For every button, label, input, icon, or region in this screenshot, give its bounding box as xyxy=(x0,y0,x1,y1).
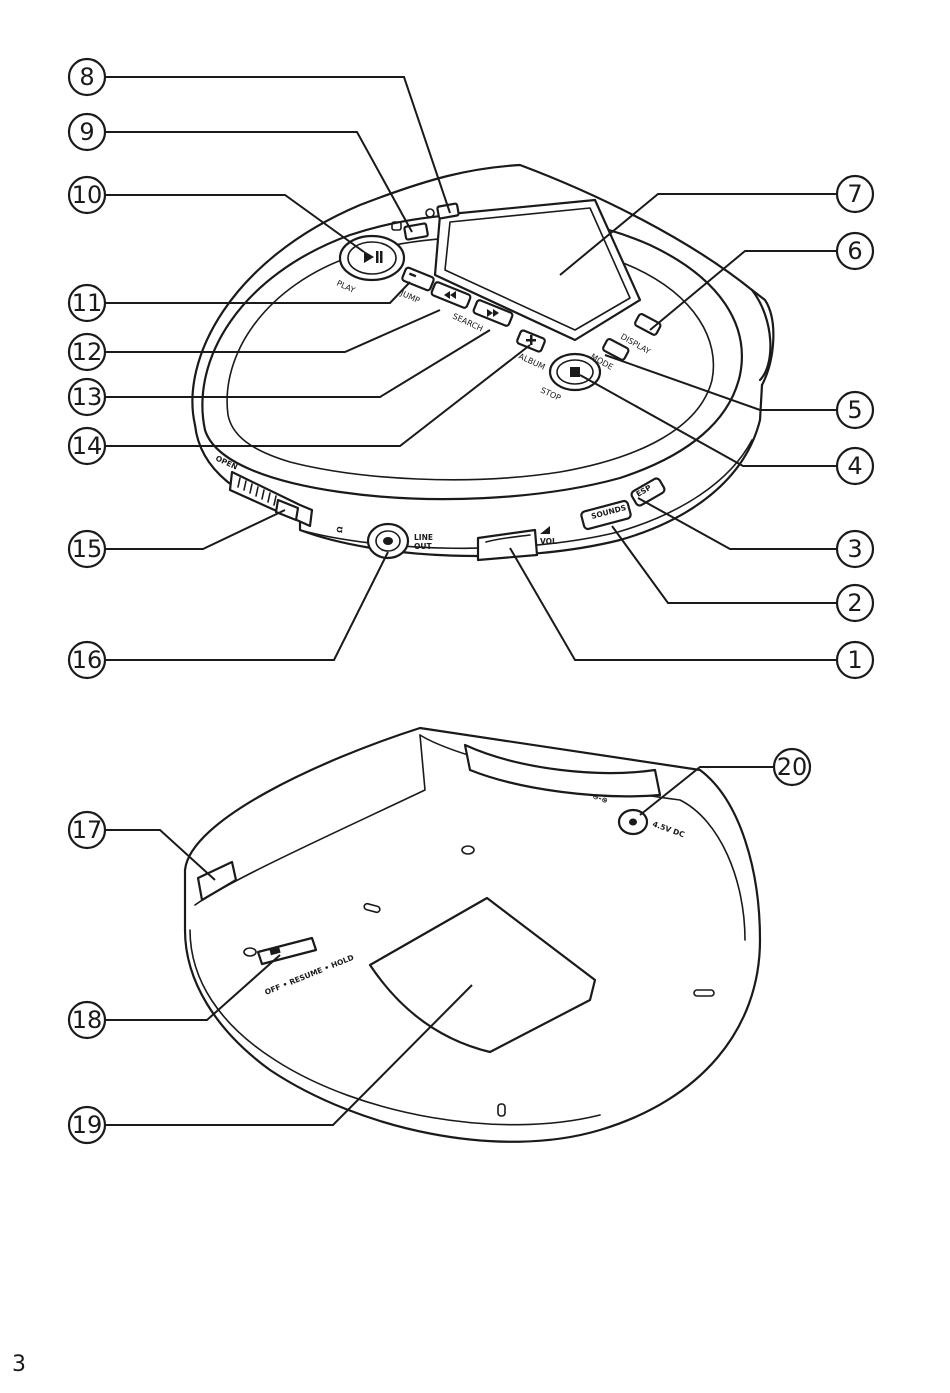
callout-18: 18 xyxy=(67,1000,107,1040)
label-out: OUT xyxy=(414,542,432,551)
album-plus-button[interactable] xyxy=(516,329,546,353)
svg-text:14: 14 xyxy=(72,432,103,460)
svg-text:4: 4 xyxy=(847,452,862,480)
callout-3: 3 xyxy=(835,529,875,569)
label-dc: 4.5V DC xyxy=(651,819,686,839)
mode-button[interactable] xyxy=(602,338,630,361)
open-slider[interactable] xyxy=(228,470,314,528)
hold-switch[interactable] xyxy=(256,936,318,966)
jump-minus-button[interactable] xyxy=(401,266,435,292)
svg-text:11: 11 xyxy=(72,289,103,317)
svg-text:16: 16 xyxy=(72,646,103,674)
battery-door-latch[interactable] xyxy=(196,860,238,902)
callout-12: 12 xyxy=(67,332,107,372)
svg-text:15: 15 xyxy=(72,535,103,563)
label-play: PLAY xyxy=(335,279,356,295)
svg-text:3: 3 xyxy=(847,535,862,563)
headphone-line-out-jack[interactable] xyxy=(366,522,410,560)
callout-1: 1 xyxy=(835,640,875,680)
callout-11: 11 xyxy=(67,283,107,323)
svg-text:17: 17 xyxy=(72,816,103,844)
svg-text:12: 12 xyxy=(72,338,103,366)
callout-15: 15 xyxy=(67,529,107,569)
callout-8: 8 xyxy=(67,57,107,97)
svg-text:2: 2 xyxy=(847,589,862,617)
sounds-button[interactable] xyxy=(580,499,632,531)
svg-text:13: 13 xyxy=(72,383,103,411)
svg-text:1: 1 xyxy=(847,646,862,674)
leader-lines xyxy=(106,76,836,1126)
callout-16: 16 xyxy=(67,640,107,680)
callout-10: 10 xyxy=(67,175,107,215)
label-album: ALBUM xyxy=(517,352,546,372)
stop-button[interactable] xyxy=(548,352,602,392)
callout-2: 2 xyxy=(835,583,875,623)
search-back-button[interactable] xyxy=(430,281,472,309)
svg-text:6: 6 xyxy=(847,237,862,265)
page-number: 3 xyxy=(12,1352,26,1377)
callout-19: 19 xyxy=(67,1105,107,1145)
svg-text:18: 18 xyxy=(72,1006,103,1034)
label-stop: STOP xyxy=(539,386,562,403)
callout-20: 20 xyxy=(772,747,812,787)
svg-text:8: 8 xyxy=(79,63,94,91)
callout-5: 5 xyxy=(835,390,875,430)
label-line: LINE xyxy=(414,533,433,542)
callout-17: 17 xyxy=(67,810,107,850)
callout-13: 13 xyxy=(67,377,107,417)
svg-text:5: 5 xyxy=(847,396,862,424)
dc-power-socket[interactable] xyxy=(617,808,649,836)
svg-text:7: 7 xyxy=(847,180,862,208)
volume-icon xyxy=(540,526,550,534)
svg-text:19: 19 xyxy=(72,1111,103,1139)
search-forward-button[interactable] xyxy=(472,299,514,327)
top-view-device: PLAY JUMP SEARCH ALBUM DISPLAY MODE xyxy=(191,163,775,562)
callout-9: 9 xyxy=(67,112,107,152)
volume-wheel[interactable] xyxy=(476,528,539,562)
svg-text:9: 9 xyxy=(79,118,94,146)
svg-text:10: 10 xyxy=(72,181,103,209)
svg-text:20: 20 xyxy=(777,753,808,781)
callout-6: 6 xyxy=(835,231,875,271)
headphone-icon: Ω xyxy=(335,525,345,533)
label-vol: VOL xyxy=(540,537,557,546)
callouts: 8 9 10 11 12 13 14 15 16 7 6 5 4 3 2 1 1… xyxy=(67,57,875,1145)
label-plate xyxy=(368,896,597,1054)
callout-7: 7 xyxy=(835,174,875,214)
bottom-view-device: OFF • RESUME • HOLD 4.5V DC ⊖-⊕ xyxy=(183,726,762,1143)
callout-14: 14 xyxy=(67,426,107,466)
display-button[interactable] xyxy=(634,313,662,336)
callout-4: 4 xyxy=(835,446,875,486)
